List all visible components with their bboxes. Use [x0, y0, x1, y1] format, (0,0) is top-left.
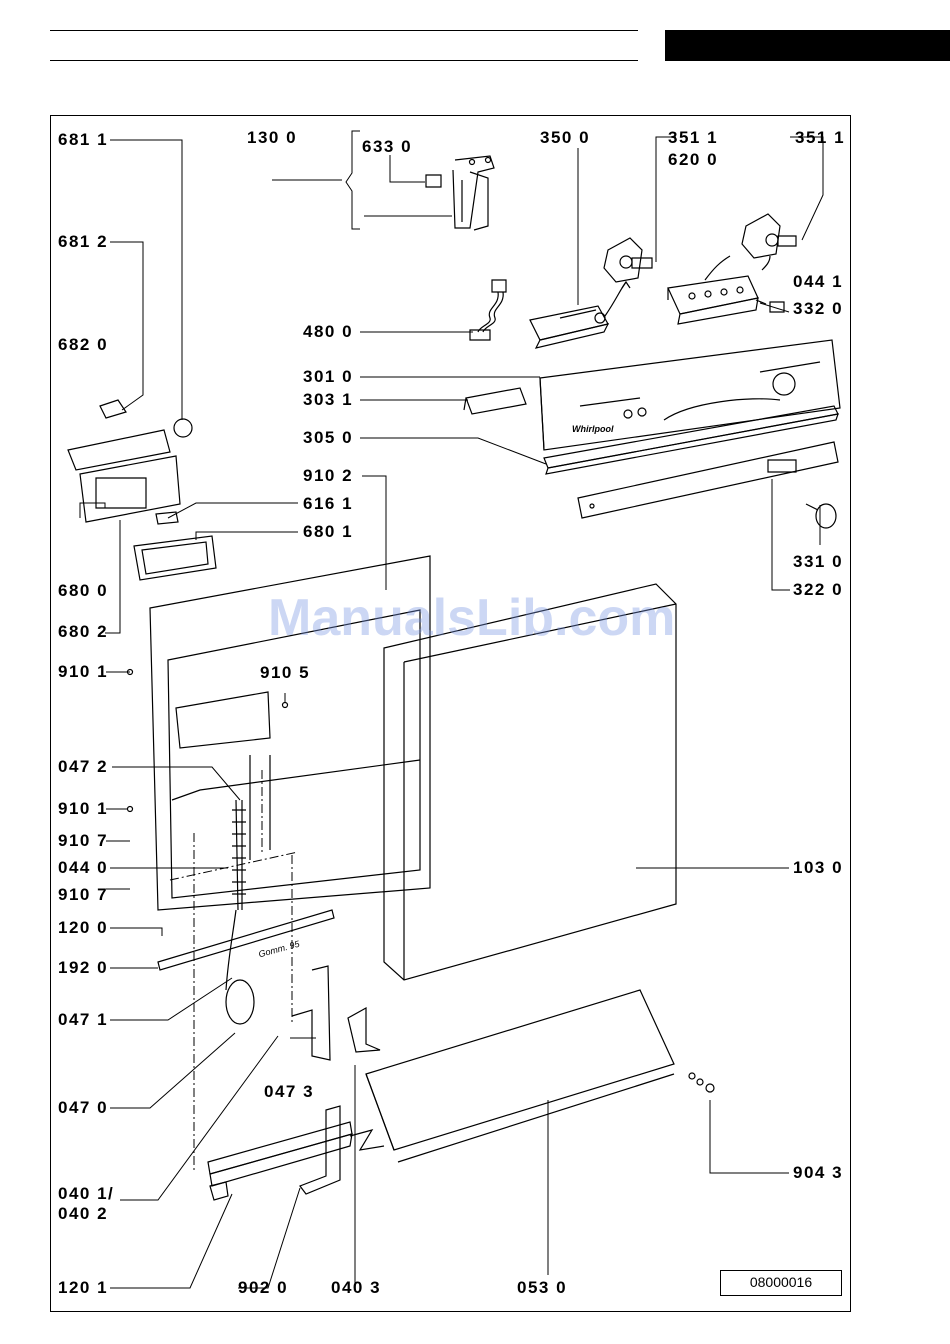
- part-label-910-5: 910 5: [260, 664, 310, 682]
- part-192-bar: [158, 910, 334, 970]
- part-350-board: [530, 282, 630, 348]
- part-label-351-1-a: 351 1: [668, 129, 718, 147]
- part-label-682-0: 682 0: [58, 336, 108, 354]
- part-303-handle: [464, 388, 526, 414]
- part-label-681-1: 681 1: [58, 131, 108, 149]
- part-label-301-0: 301 0: [303, 368, 353, 386]
- part-053-kickplate: [366, 990, 714, 1162]
- part-322-strip: [578, 442, 838, 518]
- part-label-044-1: 044 1: [793, 273, 843, 291]
- part-label-616-1: 616 1: [303, 495, 353, 513]
- part-label-047-1: 047 1: [58, 1011, 108, 1029]
- part-305-trim: [544, 406, 838, 474]
- part-label-351-1-b: 351 1: [795, 129, 845, 147]
- part-label-305-0: 305 0: [303, 429, 353, 447]
- watermark: ManualsLib.com: [268, 588, 675, 648]
- part-label-331-0: 331 0: [793, 553, 843, 571]
- part-682-dispenser: [68, 400, 192, 524]
- part-label-910-7-b: 910 7: [58, 886, 108, 904]
- part-040-bracket: [208, 1106, 384, 1200]
- brand-mark: Whirlpool: [572, 420, 614, 438]
- part-label-053-0: 053 0: [517, 1279, 567, 1297]
- document-id-box: 08000016: [720, 1270, 842, 1296]
- part-label-120-1: 120 1: [58, 1279, 108, 1297]
- part-label-047-2: 047 2: [58, 758, 108, 776]
- part-047-bracket: [292, 966, 380, 1060]
- part-label-680-0: 680 0: [58, 582, 108, 600]
- part-label-047-0: 047 0: [58, 1099, 108, 1117]
- part-label-120-0: 120 0: [58, 919, 108, 937]
- part-label-902-0: 902 0: [238, 1279, 288, 1297]
- part-label-681-2: 681 2: [58, 233, 108, 251]
- part-label-904-3: 904 3: [793, 1164, 843, 1182]
- part-680-seal: [134, 536, 216, 580]
- part-label-047-3: 047 3: [264, 1083, 314, 1101]
- part-label-910-1-b: 910 1: [58, 800, 108, 818]
- part-label-192-0: 192 0: [58, 959, 108, 977]
- part-label-130-0: 130 0: [247, 129, 297, 147]
- part-label-680-1: 680 1: [303, 523, 353, 541]
- part-332-knob: [756, 300, 784, 312]
- part-label-040-3: 040 3: [331, 1279, 381, 1297]
- part-label-910-2: 910 2: [303, 467, 353, 485]
- part-label-040-2: 040 2: [58, 1205, 108, 1223]
- part-351-knob-left: [604, 238, 652, 282]
- part-label-633-0: 633 0: [362, 138, 412, 156]
- part-label-332-0: 332 0: [793, 300, 843, 318]
- part-label-620-0: 620 0: [668, 151, 718, 169]
- part-label-044-0: 044 0: [58, 859, 108, 877]
- part-620-module: [668, 256, 758, 324]
- part-331-knob: [806, 504, 836, 528]
- part-label-322-0: 322 0: [793, 581, 843, 599]
- part-label-680-2: 680 2: [58, 623, 108, 641]
- part-label-350-0: 350 0: [540, 129, 590, 147]
- part-label-910-1-a: 910 1: [58, 663, 108, 681]
- part-130-housing: [426, 156, 494, 230]
- part-351-knob-right: [742, 214, 796, 270]
- part-label-040-1: 040 1/: [58, 1185, 114, 1203]
- part-480-cable: [470, 280, 506, 340]
- part-label-910-7-a: 910 7: [58, 832, 108, 850]
- part-label-103-0: 103 0: [793, 859, 843, 877]
- leader-lines: [80, 131, 823, 1288]
- part-label-480-0: 480 0: [303, 323, 353, 341]
- part-label-303-1: 303 1: [303, 391, 353, 409]
